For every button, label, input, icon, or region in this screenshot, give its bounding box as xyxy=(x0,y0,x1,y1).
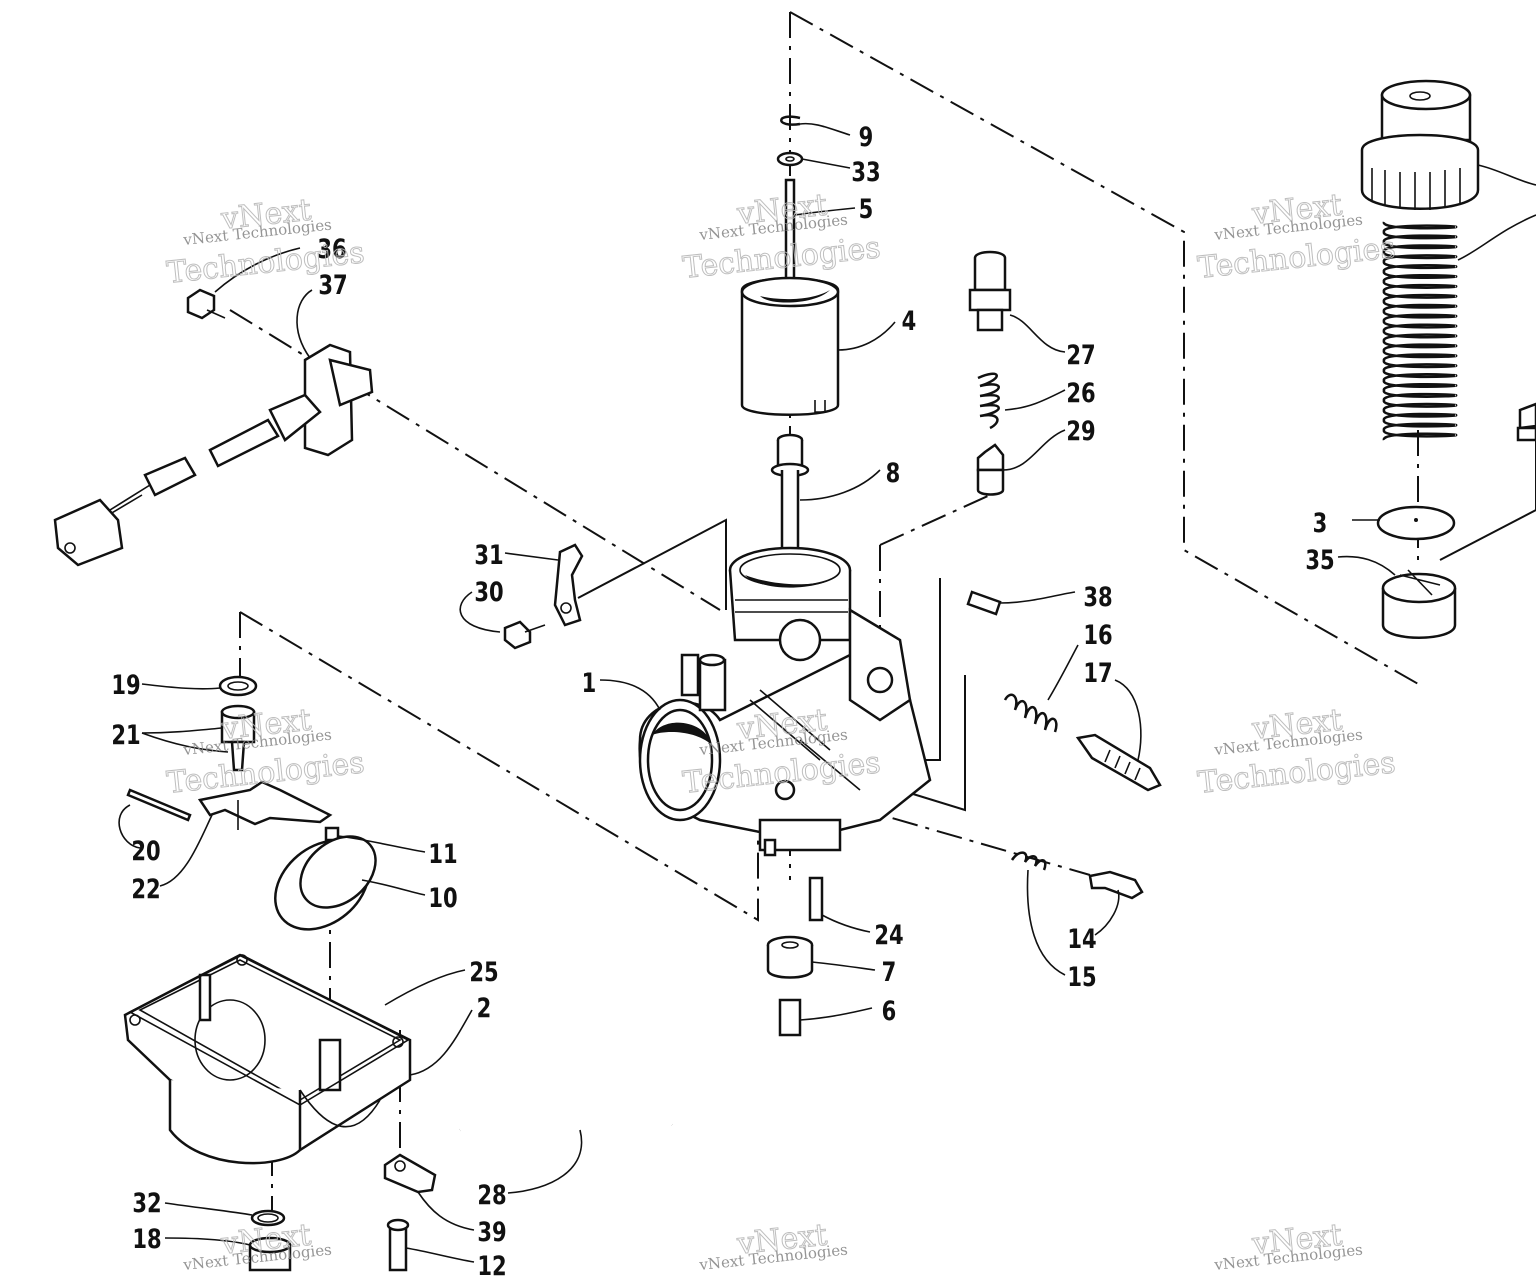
callout-15: 15 xyxy=(1067,961,1096,992)
part-30-screw xyxy=(503,620,546,650)
callout-19: 19 xyxy=(111,669,140,700)
callout-16: 16 xyxy=(1083,619,1112,650)
part-15-spring xyxy=(1010,851,1047,871)
part-39-bracket xyxy=(383,1153,437,1194)
callout-37: 37 xyxy=(318,269,347,300)
callout-26: 26 xyxy=(1066,377,1095,408)
watermark-2: vNext Technologies Technologies vNext xyxy=(681,187,883,286)
callout-35: 35 xyxy=(1305,544,1334,575)
callout-11: 11 xyxy=(428,838,457,869)
part-37-throttle-sensor xyxy=(53,343,374,567)
part-19-washer xyxy=(218,675,258,697)
callout-17: 17 xyxy=(1083,657,1112,688)
callout-6: 6 xyxy=(882,995,897,1026)
part-12-screw xyxy=(386,1218,410,1272)
part-9-clip xyxy=(780,115,801,126)
part-4-throttle-slide xyxy=(740,276,840,416)
callout-18: 18 xyxy=(132,1223,161,1254)
part-29-needle-valve xyxy=(976,443,1005,496)
callout-10: 10 xyxy=(428,882,457,913)
callout-36: 36 xyxy=(317,233,346,264)
callout-25: 25 xyxy=(469,956,498,987)
callout-27: 27 xyxy=(1066,339,1095,370)
part-26-spring xyxy=(977,372,1000,430)
callout-22: 22 xyxy=(131,873,160,904)
watermark-8: vNext Technologies vNext xyxy=(698,1217,849,1274)
part-32-o-ring xyxy=(250,1209,286,1227)
callout-3: 3 xyxy=(1313,507,1328,538)
part-25-gasket xyxy=(128,954,410,1106)
part-top-cap xyxy=(1360,79,1480,210)
callout-20: 20 xyxy=(131,835,160,866)
part-31-bracket xyxy=(553,543,584,627)
callout-labels: 9 33 5 4 8 27 26 29 31 30 1 36 37 38 16 … xyxy=(111,121,1334,1280)
part-20-pin xyxy=(126,788,192,822)
callout-32: 32 xyxy=(132,1187,161,1218)
part-28-hose xyxy=(459,1100,674,1133)
leader-lines xyxy=(118,122,1536,1263)
part-27-fitting xyxy=(968,250,1012,332)
part-18-drain-plug xyxy=(248,1236,292,1272)
part-2-float-bowl xyxy=(123,953,412,1165)
callout-14: 14 xyxy=(1067,923,1096,954)
callout-2: 2 xyxy=(477,992,492,1023)
watermark-9: vNext Technologies vNext xyxy=(1213,1217,1364,1274)
watermark-group: vNext Technologies Technologies vNext vN… xyxy=(165,187,1398,1274)
part-16-spring xyxy=(1003,693,1058,733)
callout-33: 33 xyxy=(851,156,880,187)
part-36-screw xyxy=(186,288,226,320)
callout-24: 24 xyxy=(874,919,903,950)
callout-38: 38 xyxy=(1083,581,1112,612)
callout-8: 8 xyxy=(886,457,901,488)
part-21-needle-valve-seat xyxy=(220,704,256,772)
watermark-6: vNext Technologies Technologies vNext xyxy=(1196,702,1398,801)
callout-1: 1 xyxy=(582,667,597,698)
part-main-spring xyxy=(1382,220,1458,442)
callout-31: 31 xyxy=(474,539,503,570)
part-33-washer xyxy=(776,151,804,167)
part-6-main-jet xyxy=(778,998,802,1037)
part-14-screw xyxy=(1088,870,1144,900)
callout-4: 4 xyxy=(902,305,917,336)
watermark-4: vNext Technologies Technologies vNext xyxy=(165,702,367,801)
callout-7: 7 xyxy=(882,956,897,987)
part-10-float xyxy=(274,835,377,931)
watermark-7: vNext Technologies vNext xyxy=(182,1217,333,1274)
part-8-starter-plunger xyxy=(770,433,810,557)
part-7-nut xyxy=(766,935,814,979)
callout-9: 9 xyxy=(859,121,874,152)
callout-30: 30 xyxy=(474,576,503,607)
callout-28: 28 xyxy=(477,1179,506,1210)
part-17-screw xyxy=(1075,733,1162,792)
callout-39: 39 xyxy=(477,1216,506,1247)
callout-5: 5 xyxy=(859,193,874,224)
part-35-holder xyxy=(1381,569,1457,639)
part-right-screw xyxy=(1516,402,1536,442)
part-1-carburetor-body xyxy=(638,546,932,857)
part-24-jet xyxy=(808,876,824,922)
callout-29: 29 xyxy=(1066,415,1095,446)
part-38-jet xyxy=(966,590,1002,616)
callout-21: 21 xyxy=(111,719,140,750)
part-22-float-arm xyxy=(197,780,333,830)
part-3-washer xyxy=(1376,505,1456,541)
callout-12: 12 xyxy=(477,1250,506,1280)
